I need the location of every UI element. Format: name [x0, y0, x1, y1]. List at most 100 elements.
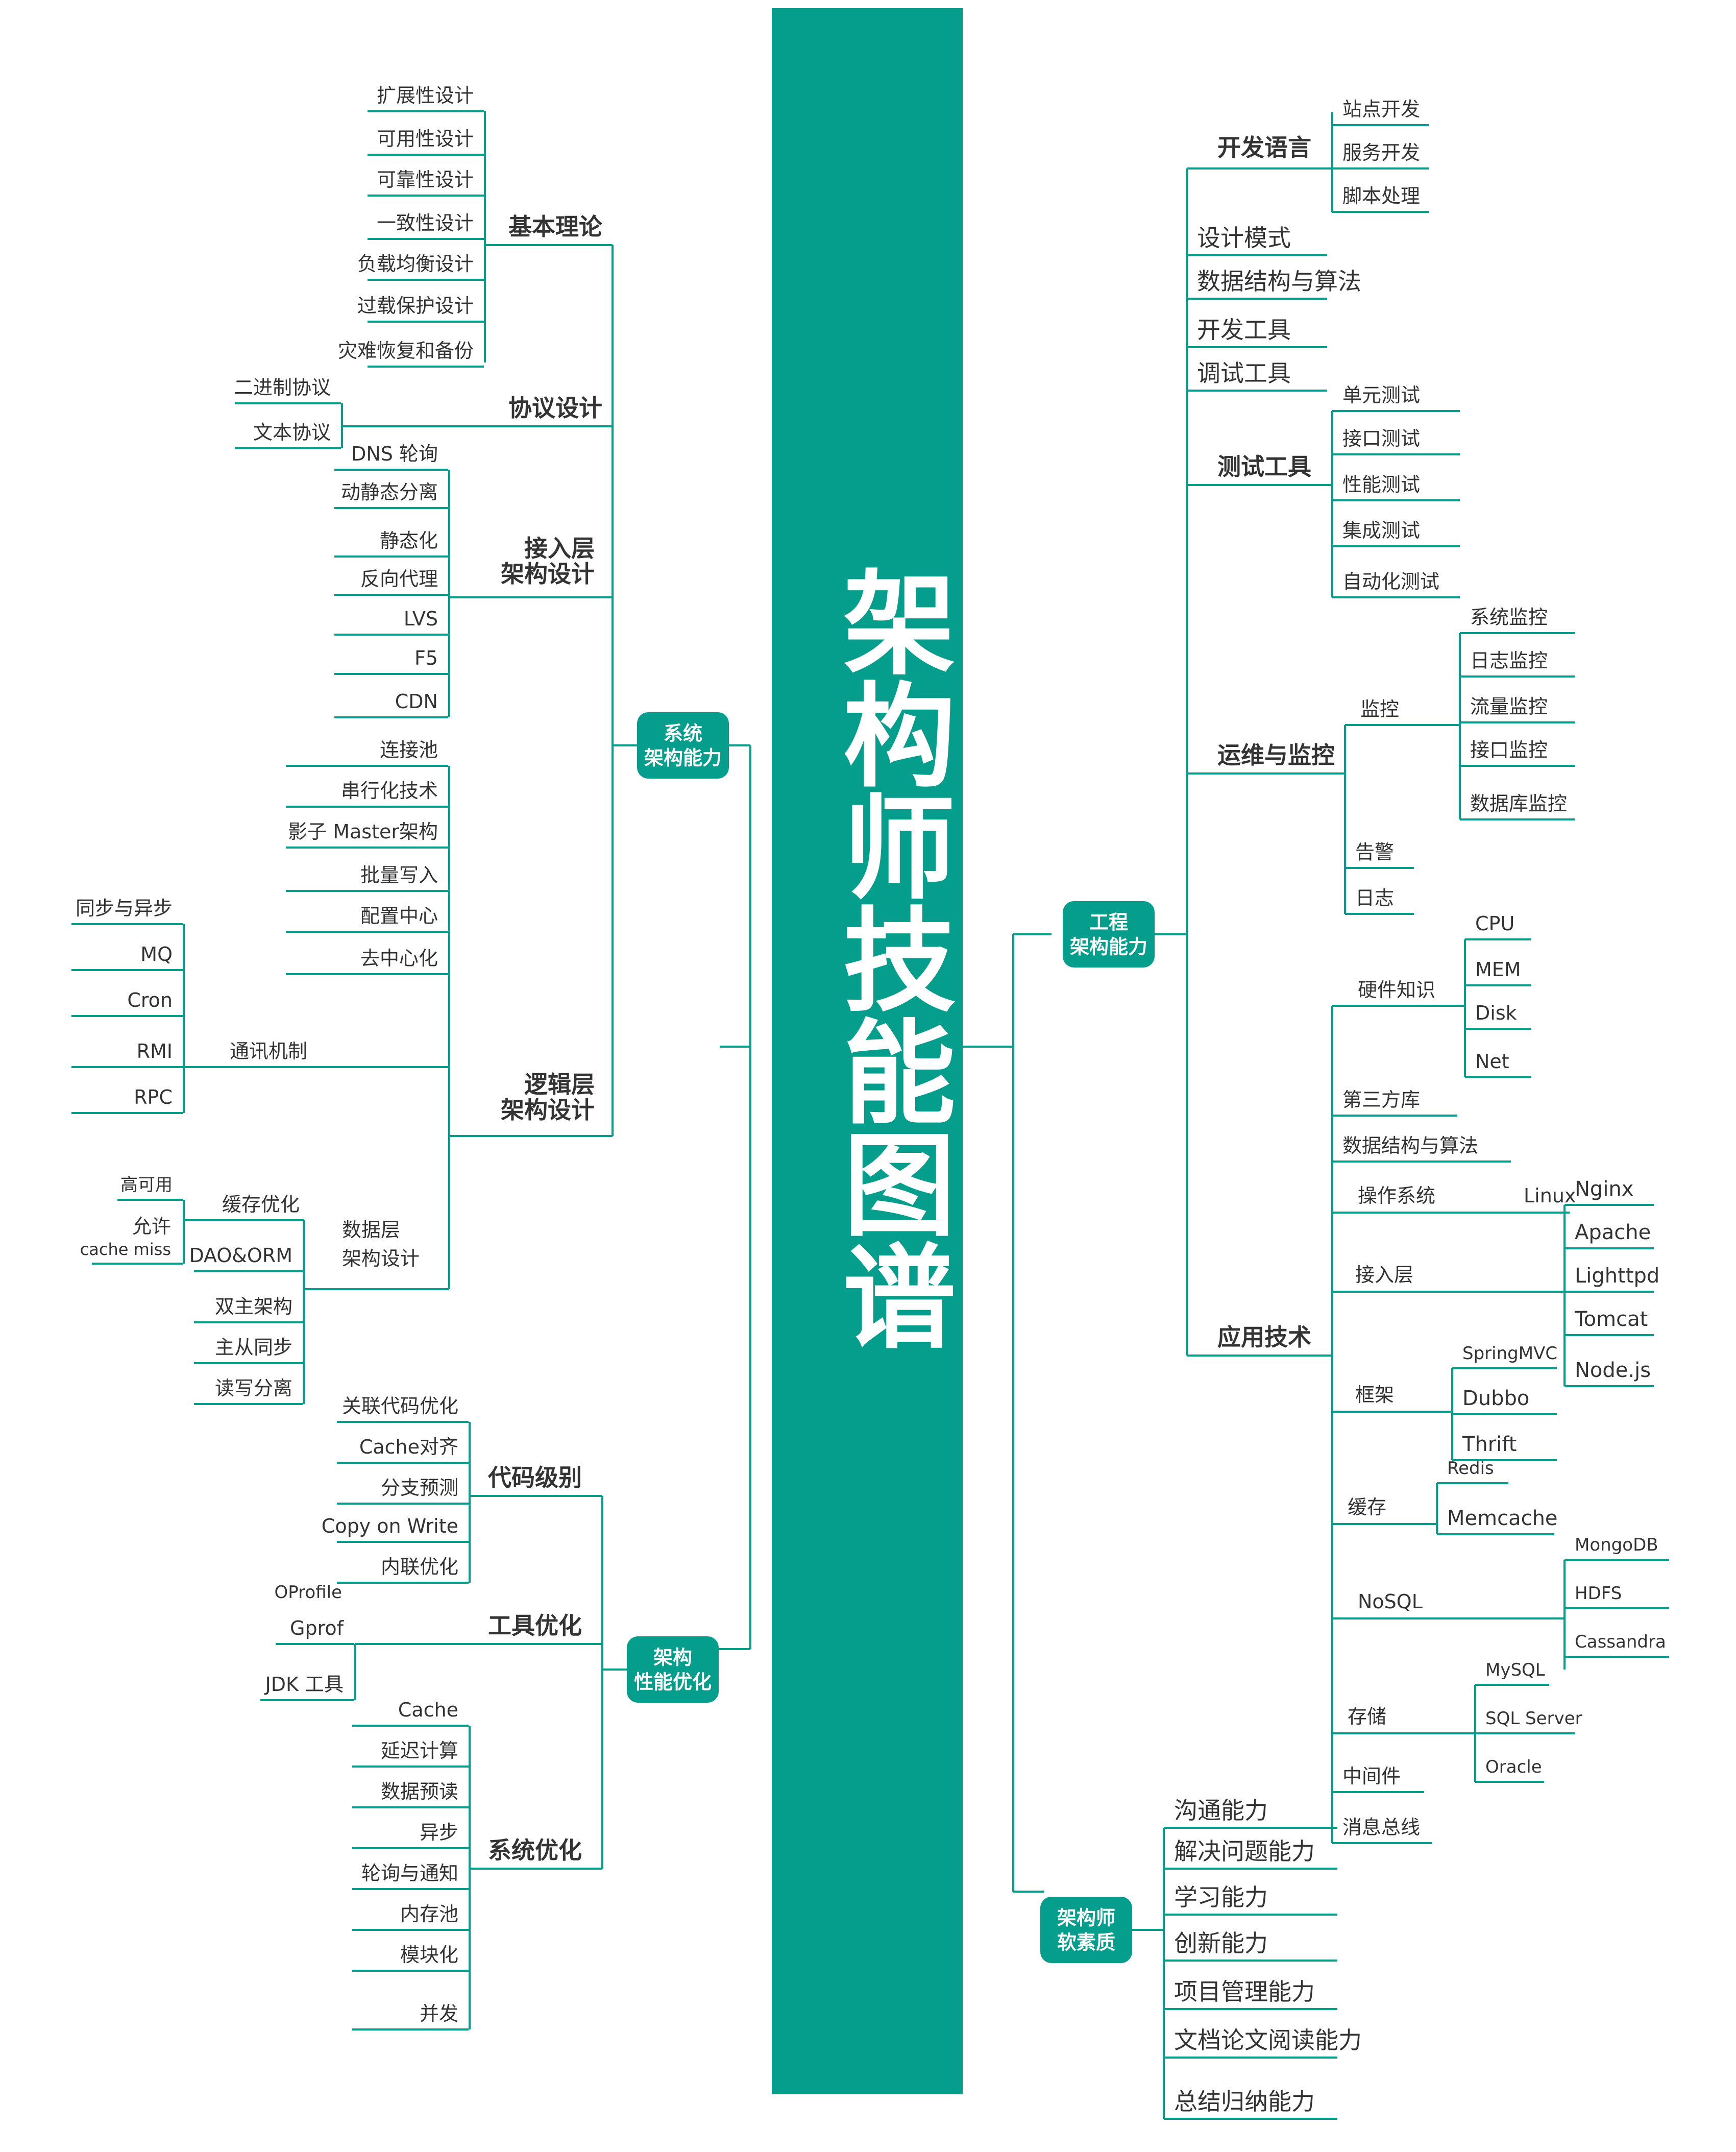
leaf-数据预读: 数据预读	[381, 1780, 458, 1803]
leaf-third-party-libs: 第三方库	[1342, 1089, 1420, 1111]
leaf-连接池: 连接池	[380, 739, 438, 761]
branch-调试工具: 调试工具	[1197, 359, 1291, 387]
leaf-master-slave-sync: 主从同步	[215, 1336, 292, 1359]
leaf-延迟计算: 延迟计算	[381, 1739, 458, 1762]
branch-开发工具: 开发工具	[1197, 316, 1291, 344]
hub-engineering-architecture	[1063, 901, 1155, 968]
leaf-过载保护设计: 过载保护设计	[357, 295, 474, 317]
leaf-net: Net	[1475, 1050, 1509, 1073]
branch-data-layer-design: 数据层架构设计	[342, 1219, 420, 1270]
leaf-动静态分离: 动静态分离	[341, 481, 438, 503]
leaf-mysql: MySQL	[1485, 1660, 1545, 1680]
leaf-性能测试: 性能测试	[1342, 473, 1420, 496]
leaf-脚本处理: 脚本处理	[1342, 185, 1420, 207]
leaf-可用性设计: 可用性设计	[377, 128, 474, 150]
leaf-rpc: RPC	[134, 1086, 173, 1108]
leaf-系统监控: 系统监控	[1470, 606, 1548, 628]
leaf-rmi: RMI	[137, 1040, 173, 1062]
leaf-disk: Disk	[1475, 1002, 1517, 1024]
leaf-轮询与通知: 轮询与通知	[361, 1862, 458, 1884]
leaf-灾难恢复和备份: 灾难恢复和备份	[338, 340, 474, 362]
leaf-dao-orm: DAO&ORM	[189, 1244, 292, 1267]
leaf-串行化技术: 串行化技术	[341, 780, 438, 802]
leaf-分支预测: 分支预测	[381, 1477, 458, 1499]
branch-application-tech: 应用技术	[1217, 1323, 1311, 1351]
leaf-异步: 异步	[420, 1821, 458, 1844]
leaf-linux: Linux	[1524, 1184, 1576, 1207]
leaf-alert: 告警	[1355, 841, 1394, 863]
leaf-自动化测试: 自动化测试	[1342, 570, 1439, 593]
leaf-cdn: CDN	[395, 690, 438, 713]
leaf-high-availability: 高可用	[120, 1175, 173, 1195]
leaf-jdk-tools: JDK 工具	[264, 1673, 344, 1696]
branch-nosql: NoSQL	[1358, 1590, 1423, 1613]
leaf-thrift: Thrift	[1462, 1433, 1517, 1456]
leaf-并发: 并发	[420, 2002, 458, 2025]
branch-basic-theory: 基本理论	[508, 213, 603, 240]
branch-设计模式: 设计模式	[1197, 224, 1291, 252]
leaf-mem: MEM	[1475, 958, 1521, 981]
leaf-log: 日志	[1355, 887, 1394, 909]
branch-access-layer-design: 接入层架构设计	[501, 535, 595, 588]
leaf-springmvc: SpringMVC	[1462, 1343, 1557, 1364]
central-title: 架构师技能图谱	[824, 565, 955, 1351]
leaf-接口测试: 接口测试	[1342, 427, 1420, 450]
leaf-同步与异步: 同步与异步	[76, 897, 173, 920]
leaf-沟通能力: 沟通能力	[1174, 1797, 1268, 1824]
leaf-单元测试: 单元测试	[1342, 384, 1420, 406]
branch-hardware: 硬件知识	[1358, 979, 1435, 1001]
leaf-mongodb: MongoDB	[1575, 1535, 1658, 1555]
leaf-反向代理: 反向代理	[360, 568, 438, 590]
leaf-f5: F5	[414, 647, 438, 669]
branch-storage: 存储	[1348, 1705, 1386, 1728]
leaf-日志监控: 日志监控	[1470, 649, 1548, 672]
leaf-数据库监控: 数据库监控	[1470, 792, 1567, 815]
leaf-app-dsa: 数据结构与算法	[1342, 1134, 1478, 1157]
leaf-学习能力: 学习能力	[1174, 1883, 1268, 1911]
leaf-内联优化: 内联优化	[381, 1556, 458, 1578]
leaf-sql-server: SQL Server	[1485, 1708, 1582, 1729]
leaf-总结归纳能力: 总结归纳能力	[1174, 2088, 1315, 2115]
leaf-read-write-split: 读写分离	[215, 1377, 292, 1399]
leaf-oprofile: OProfile	[275, 1582, 342, 1603]
leaf-cache: Cache	[398, 1699, 458, 1721]
leaf-一致性设计: 一致性设计	[377, 212, 474, 234]
leaf-gprof: Gprof	[290, 1617, 345, 1639]
leaf-nginx: Nginx	[1575, 1177, 1633, 1201]
branch-tool-optimization: 工具优化	[488, 1612, 582, 1639]
hub-system-architecture-label: 系统架构能力	[644, 722, 722, 769]
leaf-扩展性设计: 扩展性设计	[377, 84, 474, 107]
leaf-影子-master架构: 影子 Master架构	[288, 820, 438, 843]
hub-performance-optimization	[627, 1636, 719, 1703]
leaf-集成测试: 集成测试	[1342, 519, 1420, 542]
central-title-bar: 架构师技能图谱	[772, 8, 963, 2094]
leaf-文档论文阅读能力: 文档论文阅读能力	[1174, 2026, 1362, 2054]
leaf-cache对齐: Cache对齐	[359, 1436, 458, 1458]
leaf-copy-on-write: Copy on Write	[322, 1515, 458, 1537]
branch-testing-tools: 测试工具	[1217, 453, 1311, 480]
leaf-allow-cache-miss-1: 允许	[132, 1215, 171, 1238]
branch-数据结构与算法: 数据结构与算法	[1197, 268, 1361, 295]
leaf-node.js: Node.js	[1575, 1359, 1651, 1382]
leaf-内存池: 内存池	[400, 1903, 458, 1925]
branch-dev-language: 开发语言	[1217, 134, 1311, 161]
branch-code-level: 代码级别	[487, 1464, 582, 1491]
leaf-接口监控: 接口监控	[1470, 739, 1548, 761]
leaf-hdfs: HDFS	[1575, 1583, 1622, 1604]
leaf-mq: MQ	[140, 943, 173, 965]
leaf-lighttpd: Lighttpd	[1575, 1264, 1659, 1288]
leaf-dual-master: 双主架构	[215, 1295, 292, 1318]
leaf-redis: Redis	[1447, 1458, 1494, 1479]
hub-system-architecture	[637, 712, 729, 779]
leaf-站点开发: 站点开发	[1342, 98, 1420, 120]
leaf-流量监控: 流量监控	[1470, 695, 1548, 718]
leaf-可靠性设计: 可靠性设计	[377, 168, 474, 191]
hub-soft-skills-label: 架构师软素质	[1057, 1907, 1115, 1954]
leaf-memcache: Memcache	[1447, 1507, 1558, 1530]
leaf-middleware: 中间件	[1342, 1765, 1401, 1787]
branch-communication: 通讯机制	[230, 1040, 307, 1062]
leaf-项目管理能力: 项目管理能力	[1174, 1978, 1315, 2005]
leaf-关联代码优化: 关联代码优化	[342, 1395, 458, 1417]
leaf-cpu: CPU	[1475, 912, 1514, 935]
